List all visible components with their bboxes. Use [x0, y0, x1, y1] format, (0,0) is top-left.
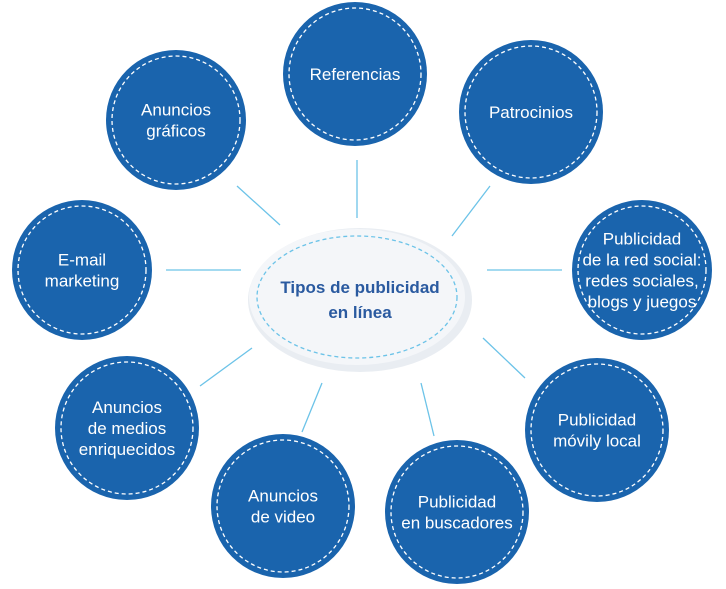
connector-anuncios-graficos: [236, 185, 281, 226]
center-title-line-2: en línea: [328, 303, 392, 322]
node-label-publicidad-red-social-line-2: de la red social:: [582, 251, 701, 270]
connector-publicidad-movil-local: [482, 337, 526, 379]
node-circle-anuncios-medios-enriquecidos: [55, 356, 199, 500]
connector-patrocinios: [451, 185, 491, 237]
connector-publicidad-buscadores: [420, 382, 435, 437]
node-label-publicidad-movil-local-line-2: móvily local: [553, 432, 641, 451]
node-anuncios-graficos: Anuncios gráficos: [106, 50, 246, 190]
node-circle-referencias: [283, 2, 427, 146]
connectors: [166, 160, 562, 437]
node-label-publicidad-red-social-line-4: blogs y juegos: [588, 293, 697, 312]
node-label-publicidad-buscadores-line-1: Publicidad: [418, 493, 496, 512]
node-circle-publicidad-movil-local: [525, 358, 669, 502]
node-label-anuncios-medios-enriquecidos-line-2: de medios: [88, 419, 166, 438]
node-label-patrocinios-line-1: Patrocinios: [489, 103, 573, 122]
node-ring-referencias: [288, 7, 422, 141]
node-patrocinios: Patrocinios: [459, 40, 603, 184]
node-label-anuncios-medios-enriquecidos-line-1: Anuncios: [92, 398, 162, 417]
node-circle-email-marketing: [12, 200, 152, 340]
node-circle-publicidad-red-social: [572, 200, 712, 340]
node-anuncios-video: Anuncios de video: [211, 434, 355, 578]
node-ring-anuncios-medios-enriquecidos: [60, 361, 194, 495]
node-label-anuncios-graficos-line-2: gráficos: [146, 122, 206, 141]
node-label-anuncios-video-line-2: de video: [251, 508, 315, 527]
node-label-publicidad-buscadores-line-2: en buscadores: [401, 514, 513, 533]
node-circle-anuncios-graficos: [106, 50, 246, 190]
node-ring-anuncios-video: [216, 439, 350, 573]
node-circle-patrocinios: [459, 40, 603, 184]
node-publicidad-movil-local: Publicidad móvily local: [525, 358, 669, 502]
node-referencias: Referencias: [283, 2, 427, 146]
node-publicidad-buscadores: Publicidad en buscadores: [385, 440, 529, 584]
center-title-line-1: Tipos de publicidad: [280, 278, 439, 297]
node-label-publicidad-red-social-line-1: Publicidad: [603, 230, 681, 249]
node-label-referencias-line-1: Referencias: [310, 65, 401, 84]
node-label-email-marketing-line-1: E-mail: [58, 251, 106, 270]
node-label-anuncios-medios-enriquecidos-line-3: enriquecidos: [79, 440, 175, 459]
node-label-publicidad-red-social-line-3: redes sociales,: [585, 272, 698, 291]
node-label-anuncios-video-line-1: Anuncios: [248, 487, 318, 506]
node-circle-publicidad-buscadores: [385, 440, 529, 584]
node-ring-publicidad-red-social: [577, 205, 707, 335]
node-ring-patrocinios: [464, 45, 598, 179]
connector-anuncios-medios-enriquecidos: [199, 347, 253, 387]
node-ring-email-marketing: [17, 205, 147, 335]
connector-anuncios-video: [301, 382, 323, 433]
center-face: [249, 229, 465, 365]
node-circle-anuncios-video: [211, 434, 355, 578]
node-label-publicidad-movil-local-line-1: Publicidad: [558, 411, 636, 430]
center-ring: [256, 235, 458, 359]
node-ring-publicidad-buscadores: [390, 445, 524, 579]
node-ring-publicidad-movil-local: [530, 363, 664, 497]
node-label-email-marketing-line-2: marketing: [45, 272, 120, 291]
node-email-marketing: E-mail marketing: [12, 200, 152, 340]
center-node: Tipos de publicidad en línea: [248, 228, 472, 372]
node-publicidad-red-social: Publicidad de la red social: redes sociale…: [572, 200, 712, 340]
node-anuncios-medios-enriquecidos: Anuncios de medios enriquecidos: [55, 356, 199, 500]
node-ring-anuncios-graficos: [111, 55, 241, 185]
node-label-anuncios-graficos-line-1: Anuncios: [141, 101, 211, 120]
